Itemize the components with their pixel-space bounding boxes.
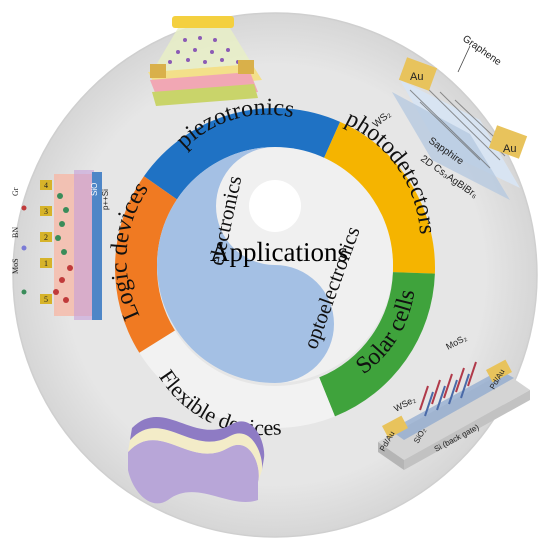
segment-logic-devices[interactable]	[114, 176, 179, 353]
piezotronics-device-illustration	[148, 16, 262, 106]
label-au-right: Au	[503, 143, 516, 155]
yang-dot	[249, 298, 301, 350]
legend-gr: Gr	[11, 187, 20, 196]
label-au-left: Au	[410, 71, 423, 83]
au-pad-left	[398, 57, 438, 91]
au-pad-right	[488, 125, 528, 159]
segment-photodetectors[interactable]	[322, 121, 435, 274]
legend-bn: BN	[11, 227, 20, 238]
segment-flexible-devices[interactable]	[139, 330, 335, 429]
label-sio: SiO	[90, 183, 99, 196]
logic-number-1: 1	[44, 259, 48, 268]
center-title: Applications	[210, 237, 348, 267]
label-graphene: Graphene	[460, 33, 503, 68]
logic-number-2: 2	[44, 233, 48, 242]
logic-number-5: 5	[44, 295, 48, 304]
pdau-pad-right	[486, 359, 512, 383]
logic-number-4: 4	[44, 181, 48, 190]
flexible-device-illustration	[128, 416, 265, 504]
segment-solar-cells[interactable]	[319, 272, 435, 417]
legend-mos: MoS	[11, 258, 20, 274]
label-psi: p++Si	[101, 189, 110, 210]
yin-yang	[157, 147, 393, 383]
pdau-pad-left	[382, 415, 408, 439]
logic-device-illustration: 1 2 3 4 5 SiO p++Si MoS BN Gr	[11, 170, 110, 320]
logic-number-3: 3	[44, 207, 48, 216]
yin-dot	[249, 180, 301, 232]
